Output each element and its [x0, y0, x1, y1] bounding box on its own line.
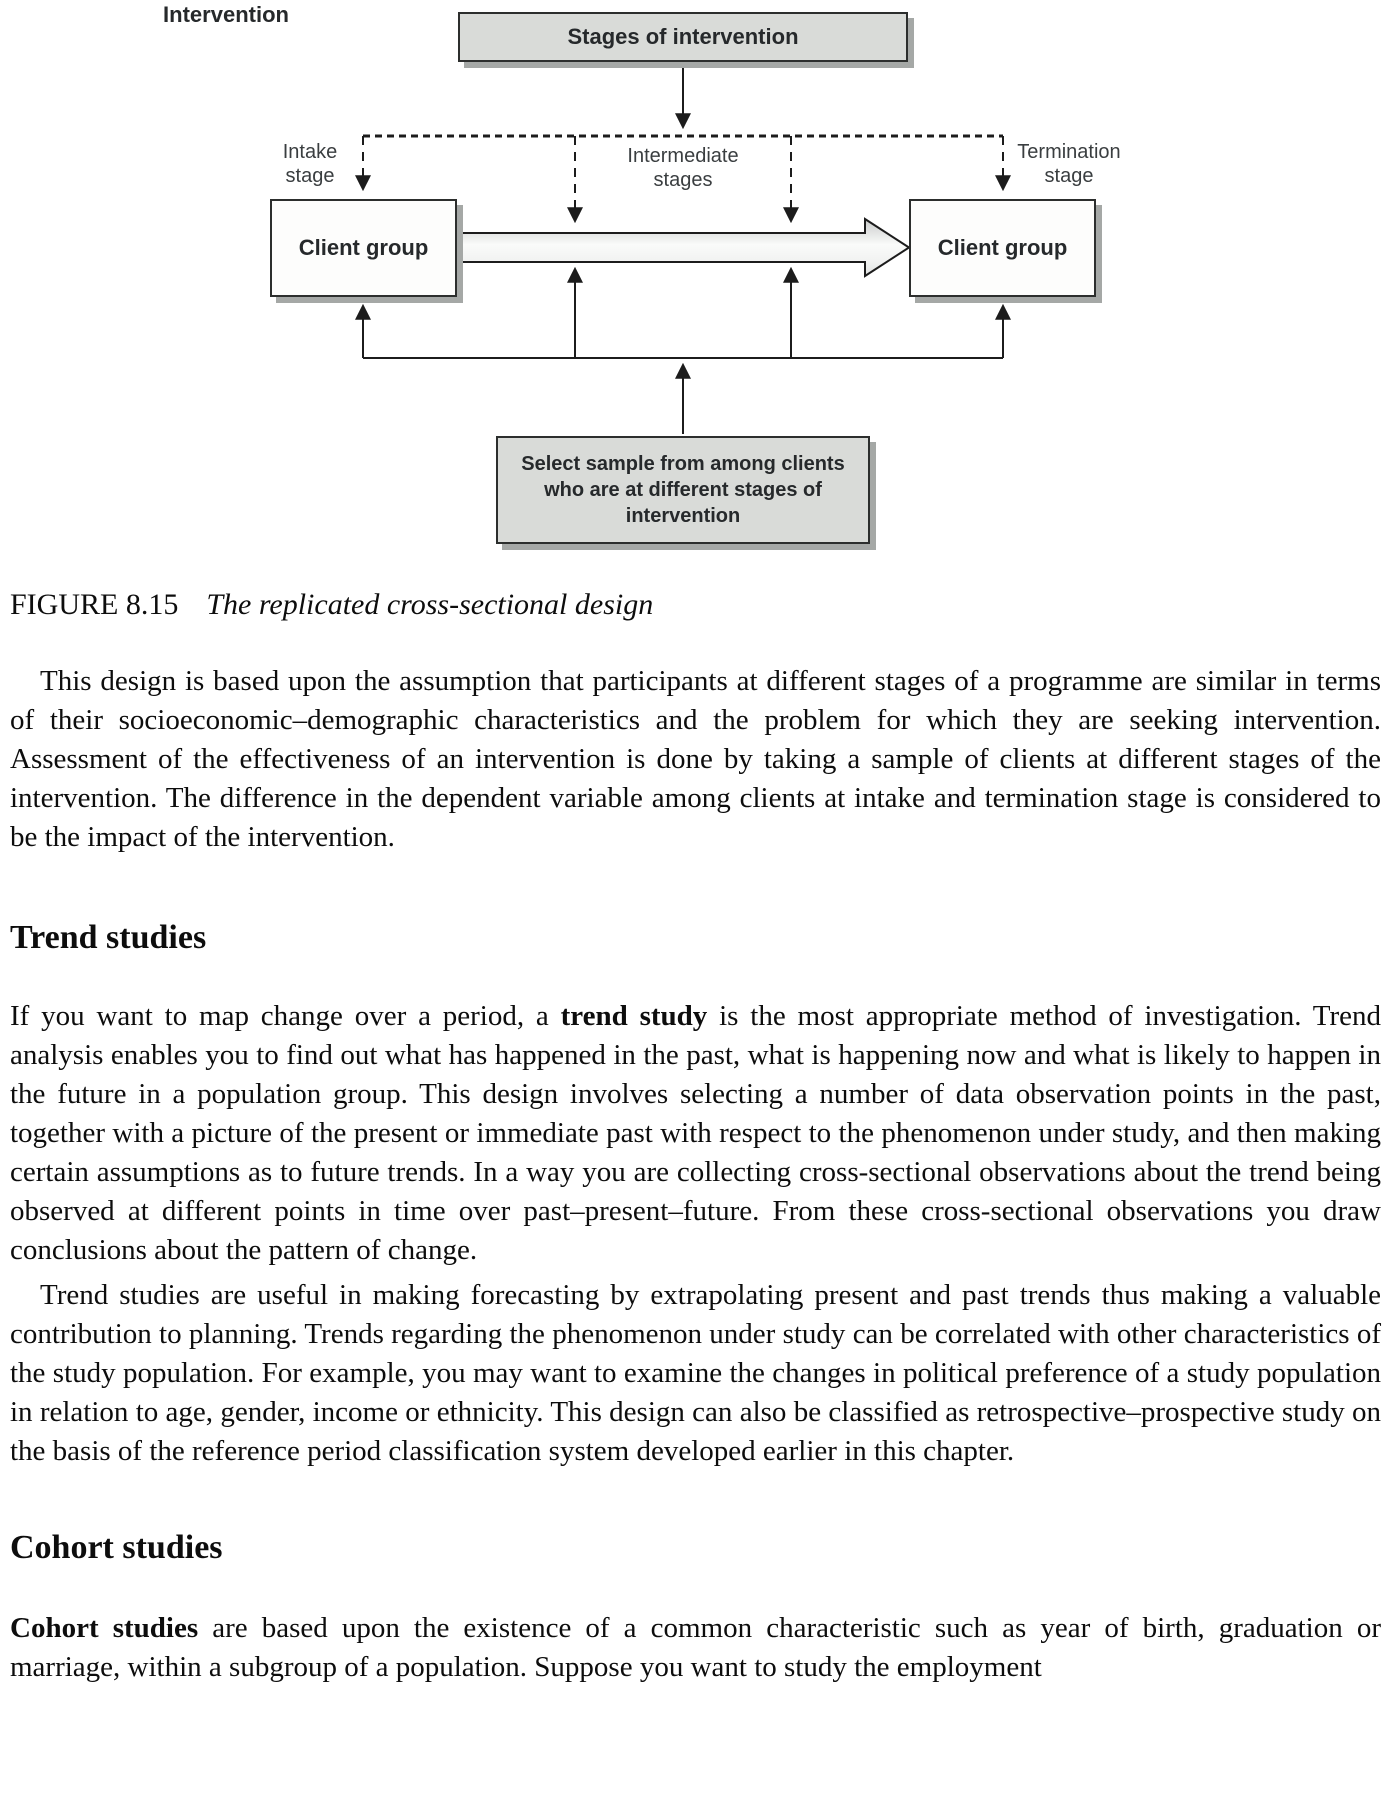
intervention-arrow-shape — [456, 217, 911, 278]
paragraph-cohort-studies: Cohort studies are based upon the existe… — [10, 1609, 1381, 1687]
figure-number: FIGURE 8.15 — [10, 588, 179, 621]
heading-cohort-studies: Cohort studies — [10, 1529, 223, 1566]
paragraph-replicated-design: This design is based upon the assumption… — [10, 665, 1381, 853]
figure-caption: FIGURE 8.15 The replicated cross-sectiona… — [10, 586, 1381, 624]
para2-bold-term: trend study — [560, 1000, 708, 1032]
paragraph-trend-uses: Trend studies are useful in making forec… — [10, 1279, 1381, 1467]
heading-trend-studies: Trend studies — [10, 919, 207, 956]
intake-stage-label: Intake stage — [282, 141, 338, 187]
para2-before: If you want to map change over a period,… — [10, 1000, 561, 1032]
para4-bold-term: Cohort studies — [10, 1612, 199, 1644]
figure-8-15-diagram: Stages of intervention Intake stage Inte… — [0, 0, 1391, 560]
figure-title: The replicated cross-sectional design — [206, 588, 654, 621]
select-sample-box: Select sample from among clients who are… — [496, 436, 870, 544]
stages-box-label: Stages of intervention — [567, 24, 799, 49]
para2-after: is the most appropriate method of invest… — [10, 1000, 1381, 1266]
client-group-box-left: Client group — [270, 199, 457, 297]
intermediate-stages-label: Intermediate stages — [627, 145, 739, 191]
client-group-box-right: Client group — [909, 199, 1096, 297]
diagram-connector-lines — [355, 64, 1011, 434]
client-group-right-label: Client group — [937, 235, 1068, 260]
client-group-left-label: Client group — [298, 235, 429, 260]
termination-stage-label: Termination stage — [1017, 141, 1121, 187]
para4-after: are based upon the existence of a common… — [10, 1612, 1381, 1683]
stages-of-intervention-box: Stages of intervention — [458, 12, 908, 62]
intervention-arrow-label: Intervention — [163, 2, 289, 27]
paragraph-trend-study: If you want to map change over a period,… — [10, 997, 1381, 1270]
